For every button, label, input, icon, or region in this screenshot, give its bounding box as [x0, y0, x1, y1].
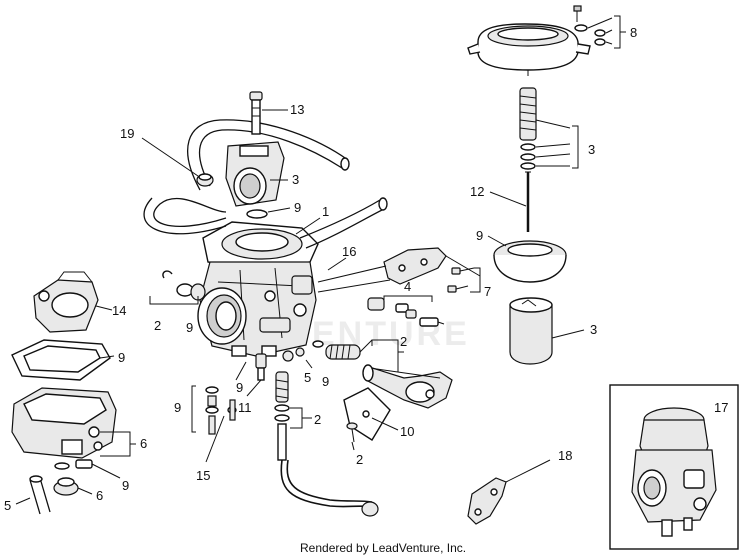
callout-10: 10 — [400, 424, 414, 439]
callout-7: 7 — [484, 284, 491, 299]
callout-9-lower: 9 — [122, 478, 129, 493]
callout-16: 16 — [342, 244, 356, 259]
callout-2-left: 2 — [154, 318, 161, 333]
accelerator-pump-cover — [33, 271, 99, 333]
callout-4: 4 — [404, 279, 411, 294]
drain-plug — [53, 459, 93, 496]
throttle-shaft — [362, 364, 453, 409]
clip-and-seals-left — [162, 270, 206, 301]
callout-9-gasket: 9 — [118, 350, 125, 365]
callout-9-jets: 9 — [174, 400, 181, 415]
callout-3-upper: 3 — [292, 172, 299, 187]
callout-6-lower: 6 — [96, 488, 103, 503]
leader-lines — [15, 15, 626, 505]
callout-18: 18 — [558, 448, 572, 463]
mounting-bracket — [467, 477, 507, 525]
callout-13: 13 — [290, 102, 304, 117]
diaphragm — [493, 240, 567, 283]
callout-3-slide: 3 — [590, 322, 597, 337]
cable-bracket — [317, 247, 447, 293]
needle-spring — [519, 87, 537, 170]
callout-9-diaphragm: 9 — [476, 228, 483, 243]
callout-2-bottom: 2 — [356, 452, 363, 467]
assembled-carburetor-inset — [609, 384, 739, 550]
callout-12: 12 — [470, 184, 484, 199]
callout-19: 19 — [120, 126, 134, 141]
choke-housing — [225, 141, 285, 207]
float-bowl-gasket — [11, 339, 111, 381]
throttle-stop-screw — [249, 91, 263, 135]
callout-labels: 1 2 2 2 2 3 3 3 4 5 5 6 6 7 8 9 9 9 9 9 … — [4, 25, 728, 513]
carburetor-top-cover — [467, 23, 591, 76]
callout-14: 14 — [112, 303, 126, 318]
callout-15: 15 — [196, 468, 210, 483]
callout-2-right: 2 — [400, 334, 407, 349]
cover-screws — [573, 5, 606, 46]
callout-2-center: 2 — [314, 412, 321, 427]
callout-1: 1 — [322, 204, 329, 219]
callout-17: 17 — [714, 400, 728, 415]
float-bowl — [11, 387, 117, 459]
callout-9-plate: 9 — [322, 374, 329, 389]
idle-adjust-screws — [282, 340, 324, 362]
callout-11: 11 — [238, 400, 252, 415]
callout-9-oring: 9 — [294, 200, 301, 215]
vent-hoses — [143, 119, 388, 249]
callout-8: 8 — [630, 25, 637, 40]
callout-5-center: 5 — [304, 370, 311, 385]
pilot-screw-assembly — [367, 297, 445, 327]
callout-6-upper: 6 — [140, 436, 147, 451]
throttle-cable-assembly — [274, 371, 379, 517]
plate-screw — [346, 422, 358, 443]
bracket-screws — [447, 267, 475, 293]
throttle-slide — [509, 297, 553, 365]
o-ring — [246, 209, 268, 219]
rubber-cap — [196, 173, 214, 187]
callout-5-left: 5 — [4, 498, 11, 513]
callout-3-spring: 3 — [588, 142, 595, 157]
slow-jet — [255, 353, 267, 381]
callout-9-seal: 9 — [186, 320, 193, 335]
drain-tube — [29, 475, 51, 515]
throttle-plate — [343, 387, 391, 441]
throttle-return-spring — [325, 339, 373, 360]
credit-text: Rendered by LeadVenture, Inc. — [300, 541, 466, 555]
carburetor-body — [197, 221, 319, 357]
callout-9-center: 9 — [236, 380, 243, 395]
jet-needle — [525, 171, 531, 232]
main-jet-stack — [205, 386, 237, 435]
